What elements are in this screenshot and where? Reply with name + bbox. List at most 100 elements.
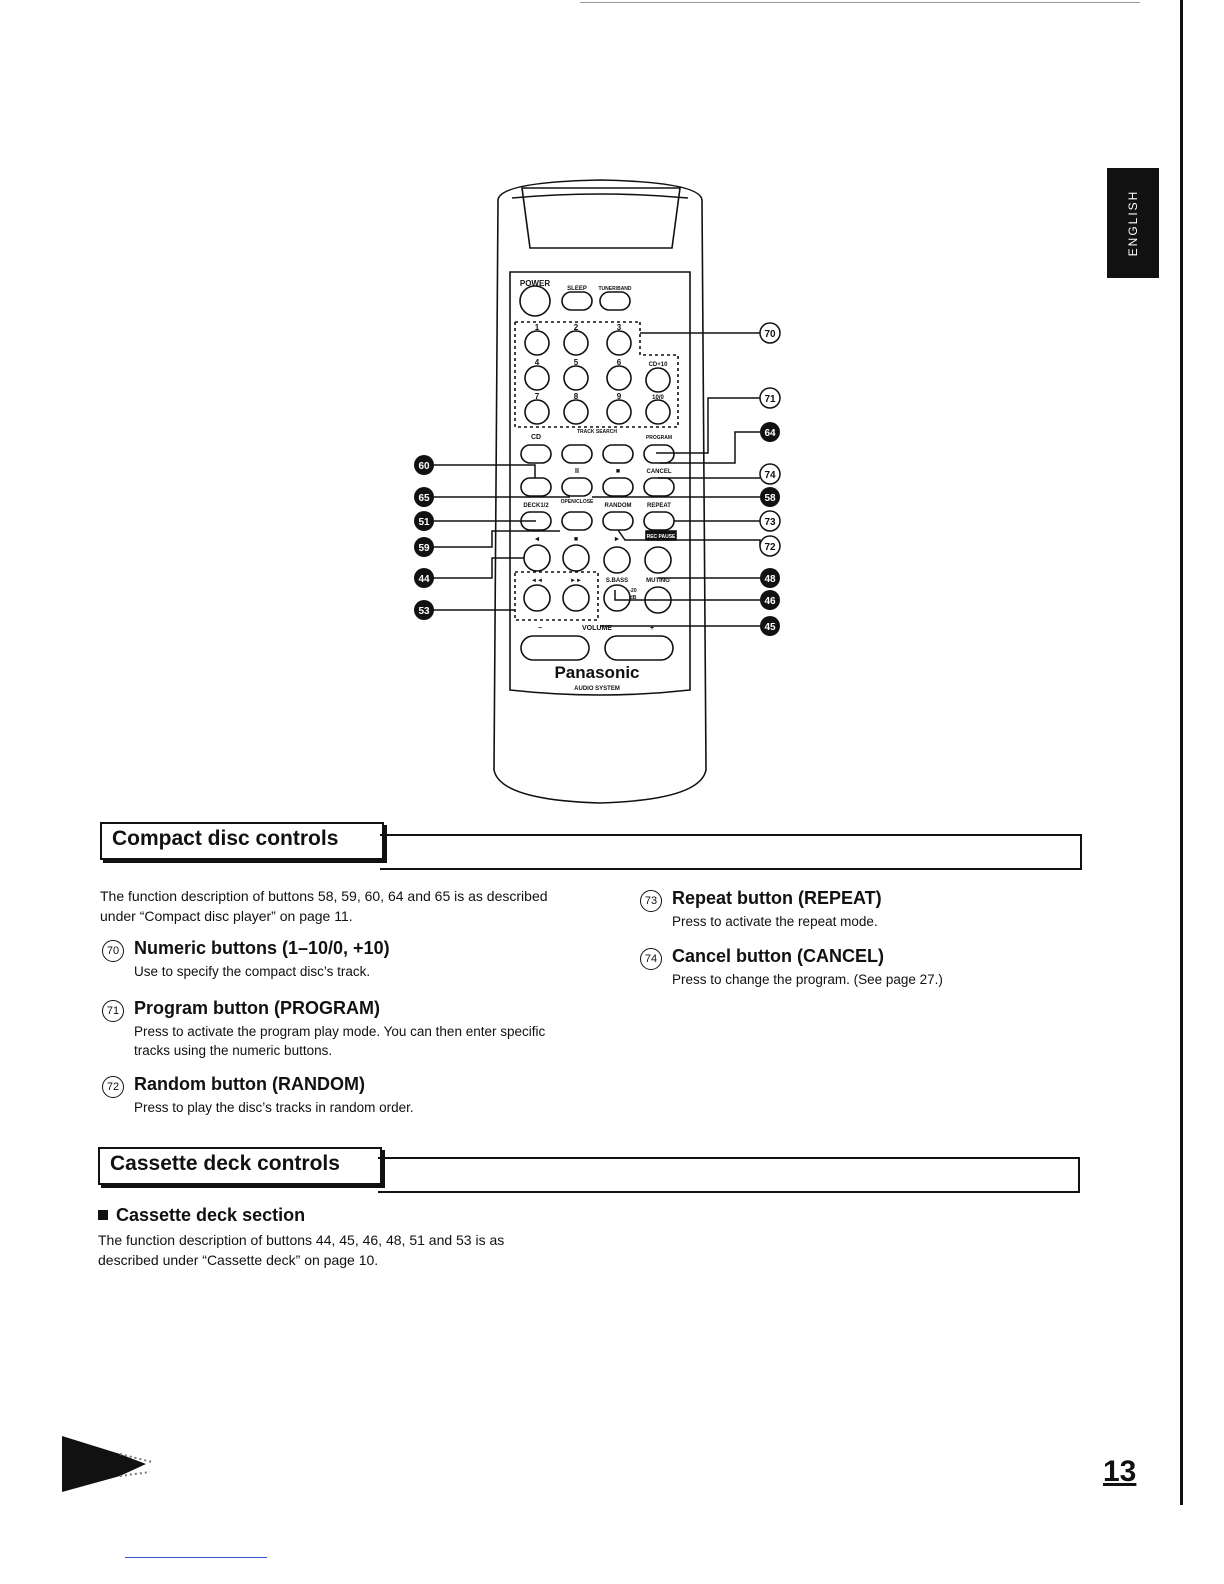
label-deck-stop: ■ xyxy=(574,536,578,543)
heading-rule xyxy=(378,1191,1080,1193)
brand-logo: Panasonic xyxy=(554,663,639,682)
label-4: 4 xyxy=(535,358,540,367)
skip-back-button xyxy=(561,444,593,464)
svg-text:51: 51 xyxy=(418,517,430,528)
item-desc: Press to activate the repeat mode. xyxy=(672,914,878,929)
item-number: 74 xyxy=(640,948,662,970)
open-close-button xyxy=(561,511,593,531)
callout-74: 74 xyxy=(759,463,781,485)
label-open-close: OPEN/CLOSE xyxy=(561,499,594,505)
vol-up-button xyxy=(604,635,674,661)
callout-70: 70 xyxy=(759,322,781,344)
item-desc: Press to play the disc’s tracks in rando… xyxy=(134,1100,414,1115)
item-title: Random button (RANDOM) xyxy=(134,1074,365,1094)
callout-46: 46 xyxy=(760,590,780,610)
ten-zero-button xyxy=(645,399,671,425)
deck-stop-button xyxy=(562,544,590,572)
cd-play-button xyxy=(520,477,552,497)
remote-control-diagram: POWER SLEEP TUNER/BAND 1 2 3 4 5 6 CD+10… xyxy=(414,179,781,804)
item-title: Repeat button (REPEAT) xyxy=(672,888,882,908)
label-muting: MUTING xyxy=(646,578,670,584)
label-minus20: -20 xyxy=(629,588,636,594)
svg-text:64: 64 xyxy=(764,428,776,439)
callout-73: 73 xyxy=(759,510,781,532)
num-2-button xyxy=(563,330,589,356)
page-corner-mark xyxy=(62,1436,152,1492)
vol-down-button xyxy=(520,635,590,661)
compact-disc-heading: Compact disc controls xyxy=(112,827,339,850)
label-rev-play: ◄ xyxy=(534,536,541,543)
fwd-play-button xyxy=(603,546,631,574)
cassette-heading: Cassette deck controls xyxy=(110,1152,340,1175)
svg-text:71: 71 xyxy=(764,394,776,405)
svg-text:70: 70 xyxy=(764,329,776,340)
svg-text:60: 60 xyxy=(418,461,430,472)
label-9: 9 xyxy=(617,392,622,401)
cassette-intro: The function description of buttons 44, … xyxy=(98,1232,505,1268)
callout-44: 44 xyxy=(414,568,434,588)
label-rec-pause: REC PAUSE xyxy=(647,534,676,540)
callout-64: 64 xyxy=(760,422,780,442)
cassette-subheading: Cassette deck section xyxy=(98,1205,305,1226)
label-vol-plus: + xyxy=(650,625,654,632)
label-power: POWER xyxy=(520,279,550,288)
label-5: 5 xyxy=(574,358,579,367)
label-3: 3 xyxy=(617,323,622,332)
label-deck12: DECK1/2 xyxy=(523,503,549,509)
item-number: 73 xyxy=(640,890,662,912)
label-1: 1 xyxy=(535,323,540,332)
label-6: 6 xyxy=(617,358,622,367)
item-number: 70 xyxy=(102,940,124,962)
heading-rule xyxy=(1080,834,1082,870)
label-db: dB xyxy=(630,595,637,601)
random-button xyxy=(602,511,634,531)
callout-72: 72 xyxy=(759,535,781,557)
label-rew: ◄◄ xyxy=(531,578,543,584)
label-pause: II xyxy=(575,468,579,475)
svg-text:59: 59 xyxy=(418,543,430,554)
svg-text:48: 48 xyxy=(764,574,776,585)
svg-text:53: 53 xyxy=(418,606,430,617)
cd-stop-button xyxy=(602,477,634,497)
brand-sub: AUDIO SYSTEM xyxy=(574,686,620,692)
callout-71: 71 xyxy=(759,387,781,409)
right-margin-rule xyxy=(1180,0,1183,1505)
heading-rule xyxy=(380,868,1082,870)
rew-button xyxy=(523,584,551,612)
program-button xyxy=(643,444,675,464)
callout-59: 59 xyxy=(414,537,434,557)
callout-45: 45 xyxy=(760,616,780,636)
bottom-scan-rule xyxy=(125,1557,267,1558)
label-ten-zero: 10/0 xyxy=(652,395,664,401)
num-4-button xyxy=(524,365,550,391)
rec-pause-button xyxy=(644,546,672,574)
svg-text:74: 74 xyxy=(764,470,776,481)
pause-button xyxy=(561,477,593,497)
label-sleep: SLEEP xyxy=(567,286,587,292)
sbass-button xyxy=(603,584,631,612)
label-cd: CD xyxy=(531,434,541,441)
label-2: 2 xyxy=(574,323,579,332)
top-scan-rule xyxy=(580,2,1140,3)
svg-text:58: 58 xyxy=(764,493,776,504)
callout-48: 48 xyxy=(760,568,780,588)
num-7-button xyxy=(524,399,550,425)
item-title: Cancel button (CANCEL) xyxy=(672,946,884,966)
num-3-button xyxy=(606,330,632,356)
item-title: Numeric buttons (1–10/0, +10) xyxy=(134,938,390,958)
label-fwd-play: ► xyxy=(614,536,621,543)
heading-rule xyxy=(380,834,1082,836)
item-desc: Press to change the program. (See page 2… xyxy=(672,972,943,987)
label-8: 8 xyxy=(574,392,579,401)
label-program: PROGRAM xyxy=(646,435,672,441)
callout-58: 58 xyxy=(760,487,780,507)
item-number: 71 xyxy=(102,1000,124,1022)
language-tab: ENGLISH xyxy=(1107,168,1159,278)
label-vol-minus: − xyxy=(538,625,542,632)
heading-rule xyxy=(1078,1157,1080,1193)
num-8-button xyxy=(563,399,589,425)
compact-disc-intro: The function description of buttons 58, … xyxy=(100,888,548,924)
label-random: RANDOM xyxy=(605,503,632,509)
num-9-button xyxy=(606,399,632,425)
svg-text:65: 65 xyxy=(418,493,430,504)
